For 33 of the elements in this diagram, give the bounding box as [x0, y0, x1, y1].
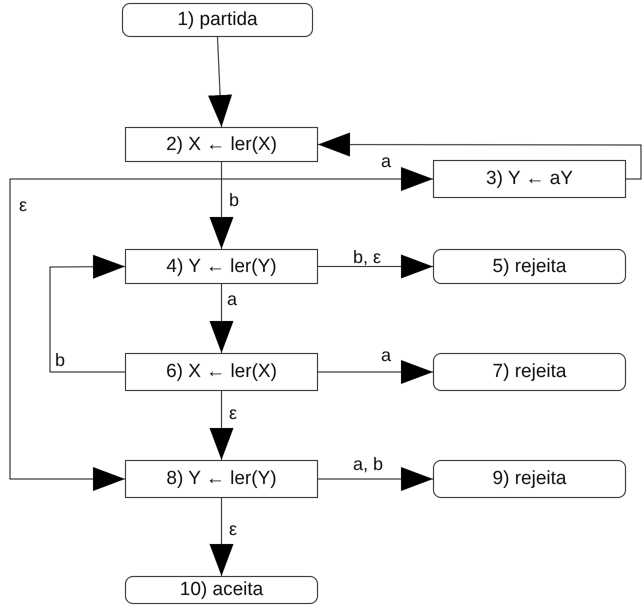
edge-label: b	[54, 351, 66, 369]
arrow	[210, 284, 234, 354]
process-box	[125, 249, 318, 284]
node-text: 4) Y ← ler(Y)	[166, 256, 277, 278]
process-box	[125, 460, 318, 498]
arrow	[318, 360, 434, 384]
node-text: 7) rejeita	[492, 361, 566, 383]
arrow	[318, 467, 434, 491]
node-text: 5) rejeita	[492, 256, 566, 278]
node-text: 10) aceita	[180, 579, 264, 601]
node-text: 9) rejeita	[492, 468, 566, 490]
arrow	[210, 390, 234, 460]
node-text: 8) Y ← ler(Y)	[166, 468, 277, 490]
process-box	[433, 160, 626, 198]
terminal-box	[125, 576, 318, 604]
arrow	[208, 36, 232, 128]
edge-label: b, ε	[352, 248, 382, 266]
arrow	[50, 254, 126, 372]
node-text: 6) X ← ler(X)	[166, 361, 277, 383]
terminal-box	[433, 353, 626, 391]
edge-label: a, b	[352, 455, 384, 473]
terminal-box	[433, 249, 626, 284]
edge-label: b	[228, 191, 240, 209]
node-text: 1) partida	[177, 9, 258, 31]
node-text: 2) X ← ler(X)	[166, 134, 277, 156]
arrow	[210, 498, 234, 576]
terminal-box	[433, 460, 626, 498]
arrow	[318, 254, 434, 278]
terminal-box	[122, 3, 313, 37]
arrow	[318, 132, 642, 180]
process-box	[125, 353, 318, 391]
process-box	[125, 127, 318, 162]
node-text: 3) Y ← aY	[486, 168, 573, 190]
